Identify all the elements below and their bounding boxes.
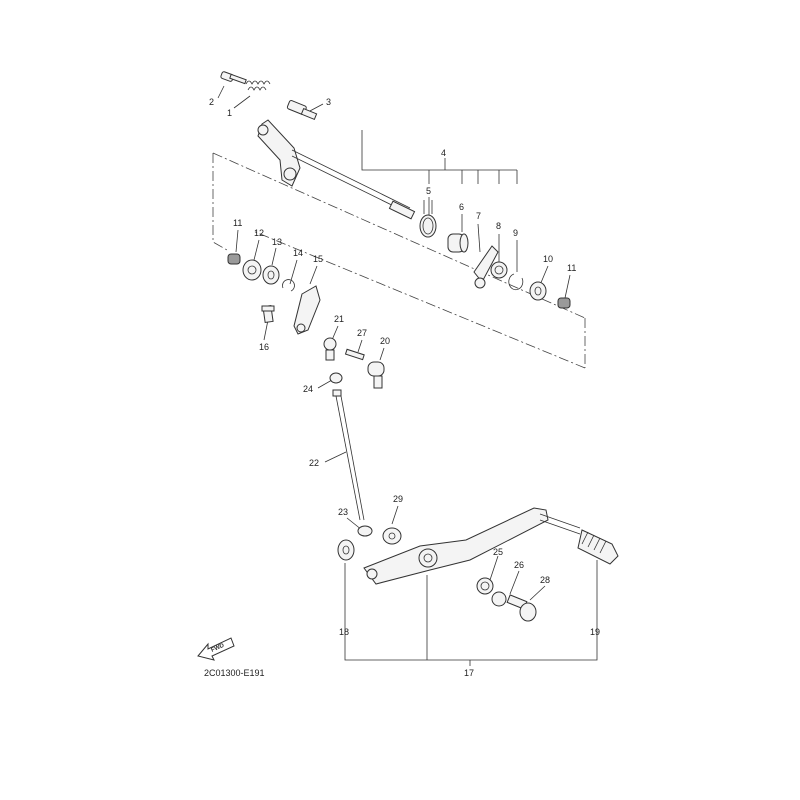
pedal-rubber-19 — [577, 529, 619, 565]
callout-20: 20 — [380, 336, 390, 346]
washer-12 — [242, 259, 262, 281]
callout-24: 24 — [303, 384, 313, 394]
circlip-14 — [282, 279, 295, 292]
callout-21: 21 — [334, 314, 344, 324]
nut-23 — [357, 525, 373, 537]
callout-12: 12 — [254, 228, 264, 238]
forward-arrow-icon: FWD — [197, 637, 235, 661]
bracket-17 — [344, 560, 598, 666]
callout-8: 8 — [496, 221, 501, 231]
shift-pedal-17 — [363, 507, 581, 585]
callout-6: 6 — [459, 202, 464, 212]
callout-25: 25 — [493, 547, 503, 557]
callout-16: 16 — [259, 342, 269, 352]
callout-9: 9 — [513, 228, 518, 238]
callout-2: 2 — [209, 97, 214, 107]
callout-26: 26 — [514, 560, 524, 570]
callout-14: 14 — [293, 248, 303, 258]
callout-1: 1 — [227, 108, 232, 118]
callout-13: 13 — [272, 237, 282, 247]
stud-bolt-3 — [286, 100, 318, 121]
callout-4: 4 — [441, 148, 446, 158]
washer-8 — [490, 261, 508, 279]
washer-10 — [529, 281, 547, 301]
rod-end-18 — [337, 539, 355, 561]
rod-end-20 — [367, 361, 385, 389]
callout-labels: 1 2 3 4 5 6 7 8 9 10 11 11 12 13 14 15 1… — [209, 97, 600, 678]
spring-1 — [245, 80, 271, 91]
callout-27: 27 — [357, 328, 367, 338]
bracket-4 — [361, 130, 518, 184]
washer-29 — [382, 527, 402, 545]
bolt-2 — [220, 71, 247, 85]
callout-28: 28 — [540, 575, 550, 585]
bolt-28 — [506, 594, 537, 622]
shift-shaft — [257, 119, 416, 220]
bearing-11-left — [227, 253, 241, 265]
circlip-9 — [508, 273, 524, 291]
callout-23: 23 — [338, 507, 348, 517]
collar-6 — [447, 233, 469, 253]
callout-22: 22 — [309, 458, 319, 468]
shift-rod-22 — [332, 389, 365, 521]
callout-3: 3 — [326, 97, 331, 107]
diagram-code: 2C01300-E191 — [204, 668, 265, 678]
callout-5: 5 — [426, 186, 431, 196]
callout-11-right: 11 — [567, 263, 576, 273]
washer-25 — [476, 577, 494, 595]
callout-11-left: 11 — [233, 218, 242, 228]
spring-5 — [419, 200, 437, 238]
bearing-11-right — [557, 297, 571, 309]
callout-7: 7 — [476, 211, 481, 221]
callout-10: 10 — [543, 254, 553, 264]
nut-24 — [329, 372, 343, 384]
callout-29: 29 — [393, 494, 403, 504]
rod-end-21 — [323, 337, 337, 361]
callout-17: 17 — [464, 668, 474, 678]
leader-lines — [217, 85, 571, 601]
stopper-lever-7 — [473, 245, 499, 289]
washer-13 — [262, 265, 280, 285]
bolt-16 — [261, 304, 275, 324]
fwd-text: FWD — [210, 643, 226, 654]
bolt-27 — [344, 348, 365, 361]
callout-15: 15 — [313, 254, 323, 264]
assembly-dashed-outline — [212, 152, 586, 369]
shift-arm-15 — [293, 285, 321, 335]
callout-19: 19 — [590, 627, 600, 637]
callout-18: 18 — [339, 627, 349, 637]
oil-seal-26 — [491, 591, 507, 607]
